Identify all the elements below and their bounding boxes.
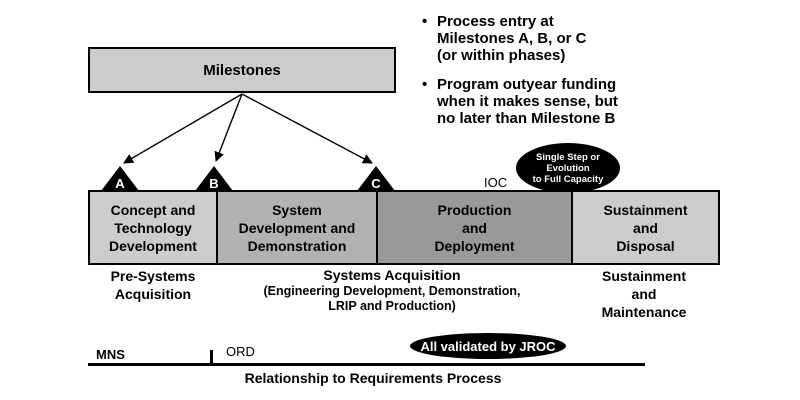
- requirements-title: Relationship to Requirements Process: [244, 370, 502, 386]
- phase-system-development: System Development and Demonstration: [216, 192, 376, 263]
- phases-bar: Concept and Technology Development Syste…: [88, 190, 720, 265]
- milestone-c-marker: C: [357, 166, 395, 191]
- milestone-b-label: B: [209, 176, 218, 191]
- mns-label: MNS: [96, 347, 125, 362]
- bullet-item: • Process entry at Milestones A, B, or C…: [422, 13, 682, 64]
- capacity-note-text: Single Step or Evolution to Full Capacit…: [532, 151, 604, 185]
- phase-label: Sustainment and Disposal: [603, 201, 688, 254]
- milestone-c-label: C: [371, 176, 381, 191]
- systems-acquisition-subtitle: (Engineering Development, Demonstration,…: [263, 284, 521, 313]
- phase-sustainment-disposal: Sustainment and Disposal: [571, 192, 718, 263]
- milestone-b-marker: B: [195, 166, 233, 191]
- phase-label: Concept and Technology Development: [109, 201, 197, 254]
- arrow-to-c: [241, 93, 373, 164]
- bullet-marker: •: [422, 76, 428, 93]
- bullet-item: • Program outyear funding when it makes …: [422, 76, 682, 127]
- milestones-box: Milestones: [88, 47, 396, 93]
- phase-label: Production and Deployment: [434, 201, 515, 254]
- phase-production-deployment: Production and Deployment: [376, 192, 571, 263]
- milestones-title: Milestones: [203, 61, 281, 79]
- capacity-note: Single Step or Evolution to Full Capacit…: [516, 143, 620, 193]
- arrow-to-a: [123, 93, 243, 164]
- jroc-badge: All validated by JROC: [410, 333, 566, 359]
- milestone-a-marker: A: [101, 166, 139, 191]
- ioc-label: IOC: [484, 175, 508, 190]
- ord-label: ORD: [226, 344, 255, 359]
- jroc-text: All validated by JROC: [420, 338, 556, 354]
- systems-acquisition-title: Systems Acquisition: [323, 267, 461, 283]
- pre-systems-acquisition-label: Pre-Systems Acquisition: [110, 268, 196, 302]
- sustainment-maintenance-label: Sustainment and Maintenance: [601, 268, 687, 320]
- phase-concept-technology: Concept and Technology Development: [90, 192, 216, 263]
- bullet-text: Program outyear funding when it makes se…: [437, 76, 618, 127]
- bullet-marker: •: [422, 13, 428, 30]
- bullet-text: Process entry at Milestones A, B, or C (…: [437, 13, 587, 64]
- ord-tick: [210, 350, 213, 364]
- arrow-to-b: [214, 93, 243, 162]
- requirements-timeline: [88, 363, 645, 366]
- phase-label: System Development and Demonstration: [238, 201, 356, 254]
- bullet-list: • Process entry at Milestones A, B, or C…: [422, 13, 682, 139]
- milestone-a-label: A: [115, 176, 125, 191]
